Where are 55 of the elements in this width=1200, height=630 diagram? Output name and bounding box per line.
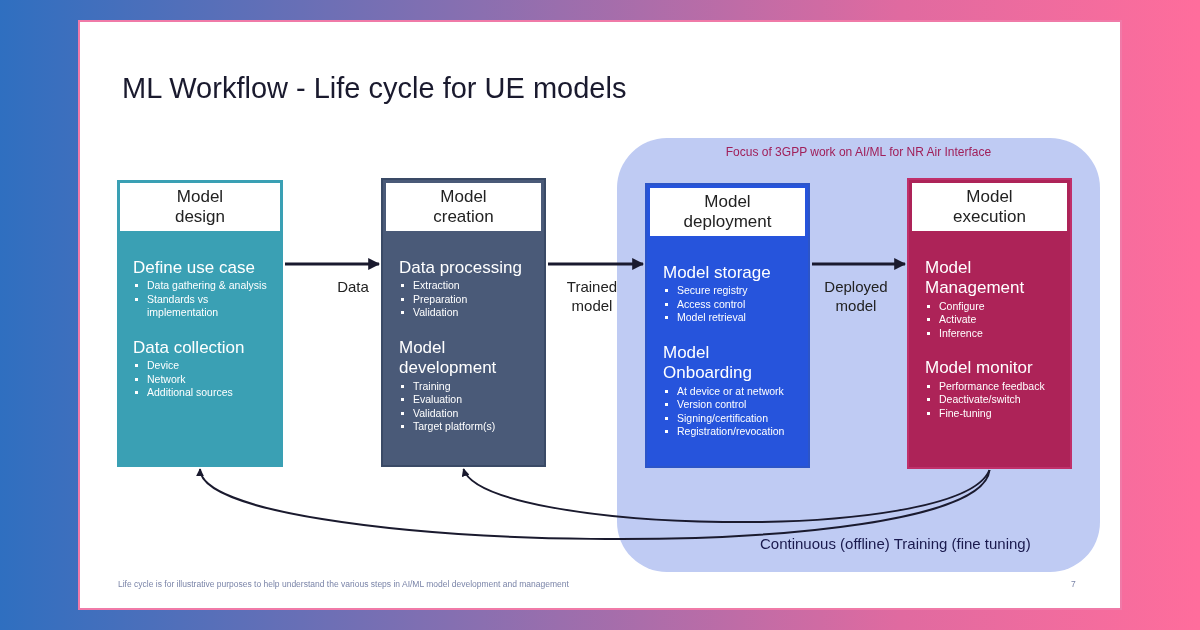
caption-text: Continuous (offline) Training (fine tuning) — [760, 535, 1031, 552]
bullet-item: Validation — [399, 306, 538, 320]
curved-arrow — [462, 468, 991, 523]
bullet-item: Deactivate/switch — [925, 393, 1064, 407]
slide-title: ML Workflow - Life cycle for UE models — [122, 72, 627, 105]
arrow — [548, 258, 645, 270]
bullet-item: Data gathering & analysis — [133, 279, 277, 293]
bullet-item: Secure registry — [663, 284, 802, 298]
stage-box — [645, 183, 810, 468]
edge-label: Deployed model — [823, 278, 889, 316]
bullet-item: Configure — [925, 299, 1064, 314]
bullet-item: Device — [133, 359, 277, 373]
section-heading: Data processing — [399, 258, 523, 279]
section-heading: Model development — [399, 337, 498, 379]
bullet-item: Performance feedback — [925, 379, 1064, 394]
bullet-item: Target platform(s) — [399, 420, 538, 434]
curved-arrow — [199, 468, 991, 540]
bullet-item: Fine-tuning — [925, 406, 1064, 421]
section-heading: Model storage — [663, 263, 772, 284]
stage-box — [381, 178, 546, 467]
bullet-item: Extraction — [399, 279, 538, 293]
bullet-item: Signing/certification — [663, 411, 802, 426]
stage-title: Model creation — [432, 186, 495, 228]
bullet-item: Registration/revocation — [663, 425, 802, 439]
section-heading: Model Management — [925, 258, 1026, 299]
region-heading: Focus of 3GPP work on AI/ML for NR Air Interface — [724, 145, 993, 159]
edge-label: Trained model — [565, 278, 619, 316]
arrow — [285, 258, 381, 270]
edge-label: Data — [336, 278, 370, 297]
stage-title: Model design — [173, 186, 227, 228]
bullet-item: Standards vs implementation — [133, 292, 277, 320]
bullet-item: Additional sources — [133, 386, 277, 400]
bullet-item: At device or at network — [663, 384, 802, 399]
stage-title: Model execution — [952, 186, 1027, 228]
page-number: 7 — [1071, 579, 1076, 589]
footnote: Life cycle is for illustrative purposes to help understand the various steps in AI/ML model development and management — [118, 579, 569, 589]
bullet-item: Evaluation — [399, 393, 538, 407]
bullet-item: Access control — [663, 297, 802, 312]
bullet-item: Activate — [925, 313, 1064, 327]
bullet-item: Inference — [925, 326, 1064, 341]
section-heading: Model monitor — [925, 358, 1034, 379]
section-heading: Model Onboarding — [663, 342, 753, 384]
bullet-item: Model retrieval — [663, 311, 802, 325]
section-heading: Define use case — [133, 258, 256, 279]
section-heading: Data collection — [133, 337, 246, 359]
bullet-item: Network — [133, 372, 277, 387]
arrow — [812, 258, 907, 270]
focus-region — [617, 138, 1100, 572]
bullet-item: Version control — [663, 398, 802, 412]
bullet-item: Validation — [399, 406, 538, 421]
bullet-item: Preparation — [399, 292, 538, 307]
stage-box — [117, 180, 283, 467]
stage-box — [907, 178, 1072, 469]
stage-title: Model deployment — [682, 191, 773, 233]
bullet-item: Training — [399, 379, 538, 394]
